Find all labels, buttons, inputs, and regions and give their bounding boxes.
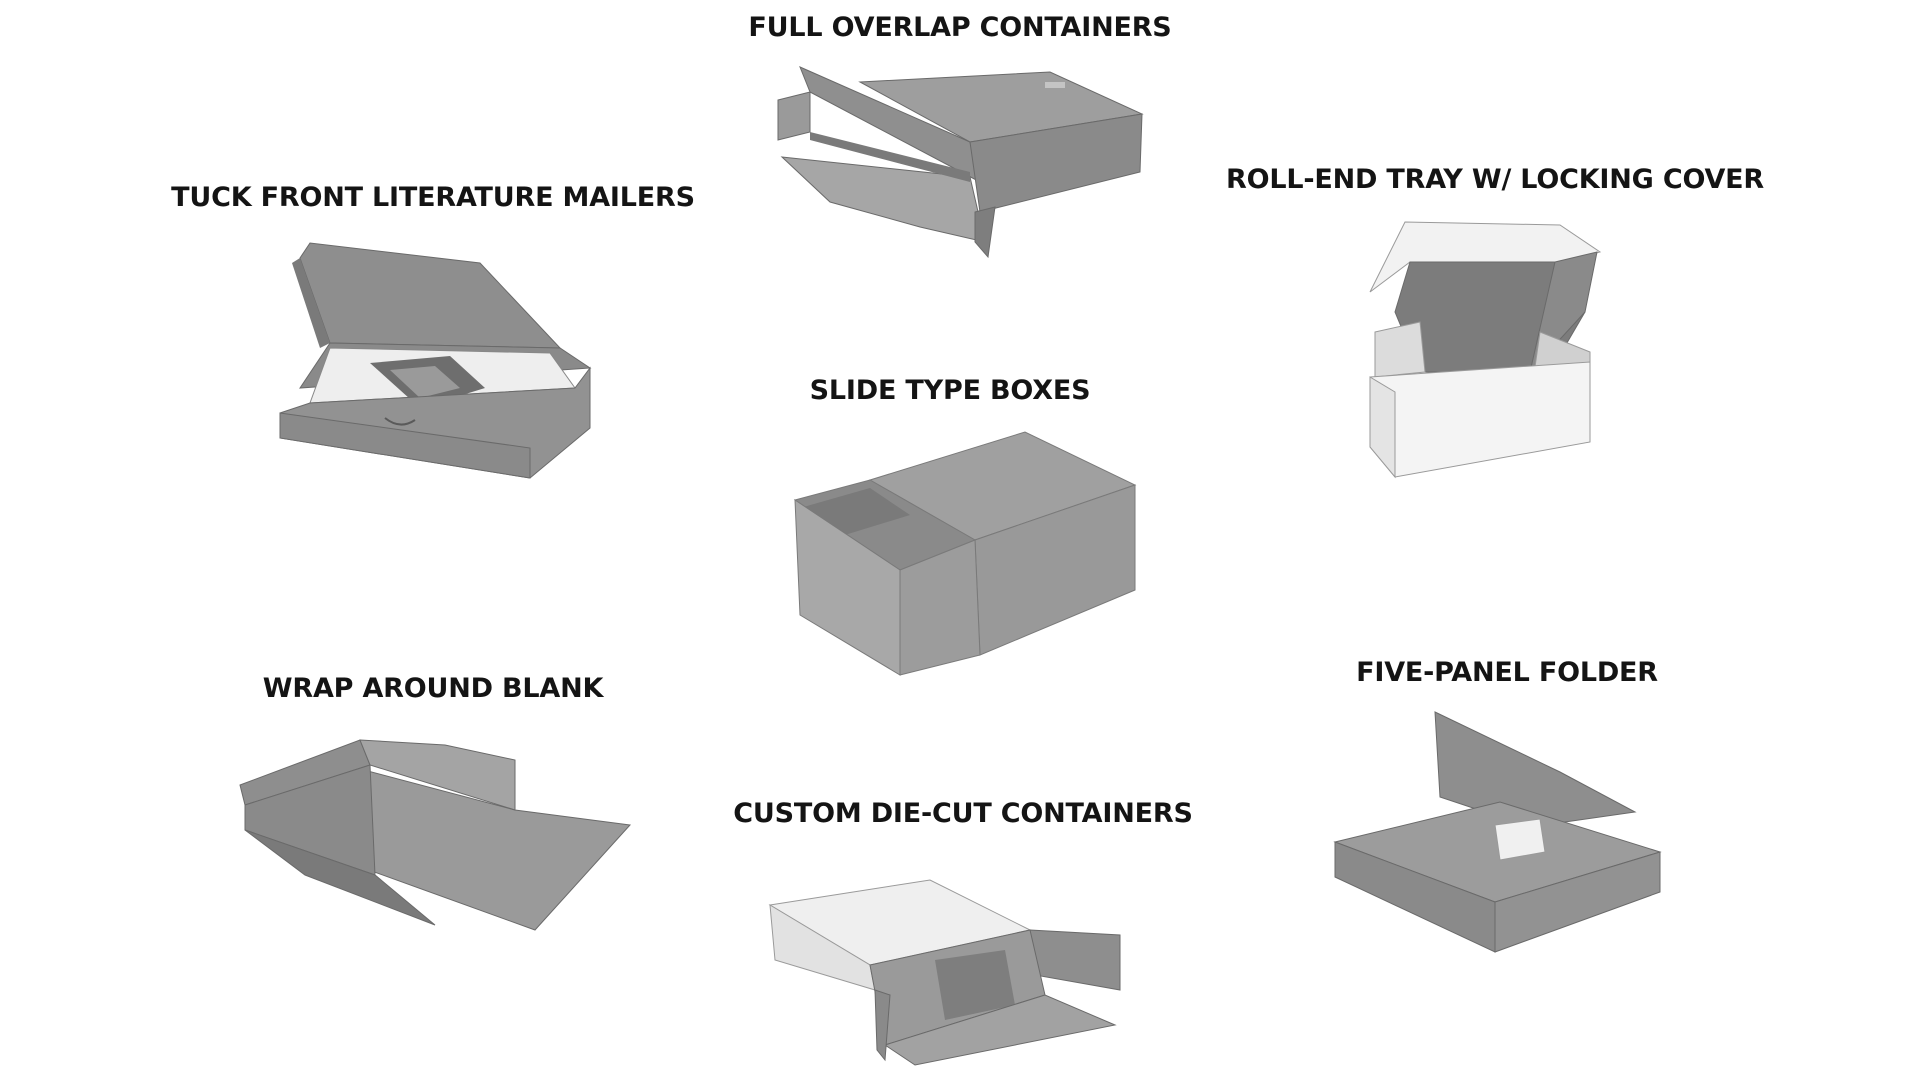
full-overlap-container-image	[770, 62, 1150, 262]
label-slide-type-boxes: SLIDE TYPE BOXES	[809, 375, 1091, 406]
tuck-front-mailer-image	[270, 238, 600, 488]
label-wrap-around-blank: WRAP AROUND BLANK	[262, 673, 604, 704]
wrap-around-blank-image	[235, 725, 635, 935]
label-full-overlap-containers: FULL OVERLAP CONTAINERS	[748, 12, 1172, 43]
label-five-panel-folder: FIVE-PANEL FOLDER	[1356, 657, 1658, 688]
five-panel-folder-image	[1330, 711, 1665, 957]
label-roll-end-tray-locking-cover: ROLL-END TRAY W/ LOCKING COVER	[1225, 164, 1765, 195]
slide-type-box-image	[790, 430, 1140, 680]
roll-end-tray-image	[1365, 221, 1605, 482]
custom-die-cut-container-image	[765, 875, 1125, 1070]
label-custom-die-cut-containers: CUSTOM DIE-CUT CONTAINERS	[733, 798, 1193, 829]
label-tuck-front-literature-mailers: TUCK FRONT LITERATURE MAILERS	[171, 182, 695, 213]
